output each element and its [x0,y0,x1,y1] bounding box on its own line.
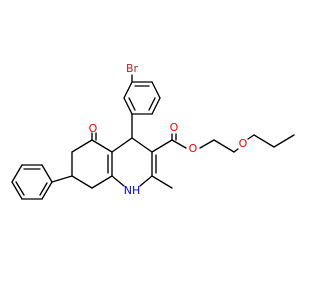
bond [11,164,23,183]
atom-label-nitrogen: NH [124,184,141,197]
bond [151,97,161,115]
bond [128,97,136,111]
bond [41,181,53,200]
bond [111,137,133,153]
bond [233,148,239,153]
bond [41,164,53,183]
bond [15,181,25,196]
atom-labels: Br O O O O NH [89,62,248,197]
bond [91,139,113,153]
atom-label-ester-carbonyl-oxygen: O [170,121,179,134]
bond [11,181,23,200]
bond [151,81,161,99]
bond [131,137,153,153]
bond [71,139,93,153]
bond [51,175,73,183]
bond [151,175,173,189]
atom-label-ether-oxygen: O [239,137,248,150]
molecule-structure-diagram: Br O O O O NH [11,62,295,200]
bond [71,175,93,189]
bond [91,175,113,189]
bond [171,139,187,149]
bond [151,139,173,153]
bond [273,134,295,148]
bond [148,97,156,111]
bond [111,175,125,187]
bond [253,134,275,148]
bond [39,182,48,196]
bond [213,139,235,153]
bond [123,97,133,115]
bond [247,134,255,140]
bond [199,139,215,149]
atom-label-bromine: Br [126,62,139,75]
bond [139,175,153,187]
bond [123,81,133,99]
bonds [11,74,295,200]
atom-label-ester-oxygen: O [189,142,198,155]
atom-label-ketone-oxygen: O [89,122,98,135]
